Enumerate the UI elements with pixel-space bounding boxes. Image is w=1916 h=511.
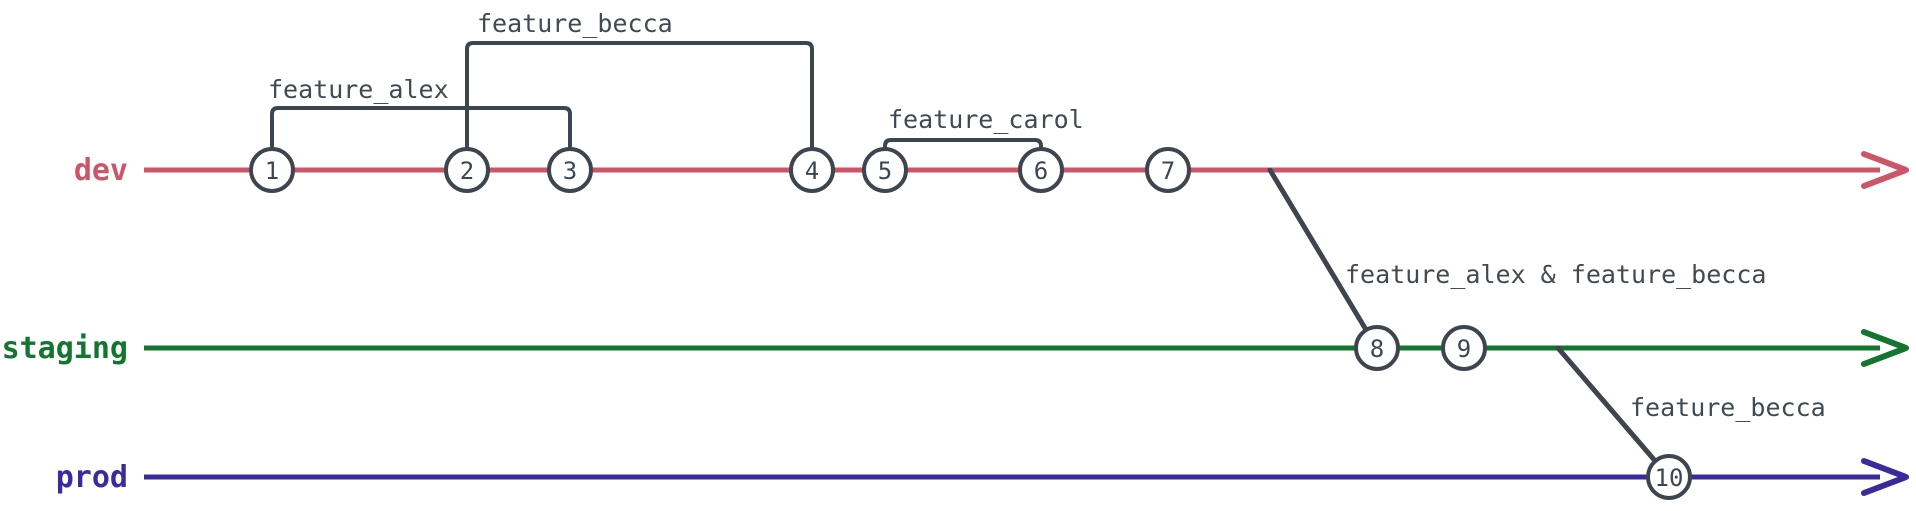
commit-circle-8 [1354, 325, 1400, 371]
commit-node[interactable]: 10 [1646, 454, 1692, 500]
branch-label-staging: staging [2, 331, 128, 366]
commit-node[interactable]: 8 [1354, 325, 1400, 371]
commit-number-10: 10 [1655, 464, 1684, 492]
commit-node[interactable]: 2 [444, 147, 490, 193]
commit-circle-1 [249, 147, 295, 193]
feature-label-2: feature_carol [888, 105, 1084, 134]
merge-line-1 [1555, 345, 1672, 480]
merge-lines-group [1267, 167, 1672, 480]
commit-number-9: 9 [1457, 335, 1471, 363]
branch-arrowhead-dev [1861, 151, 1909, 189]
commit-number-6: 6 [1034, 157, 1048, 185]
commit-number-2: 2 [460, 157, 474, 185]
feature-brackets-group [270, 41, 1043, 172]
branch-label-dev: dev [74, 153, 128, 188]
branch-lines-group [144, 151, 1909, 496]
commit-number-4: 4 [805, 157, 819, 185]
commit-node[interactable]: 1 [249, 147, 295, 193]
commit-node[interactable]: 4 [789, 147, 835, 193]
text-labels-group: devstagingprodfeature_alexfeature_beccaf… [2, 9, 1826, 495]
commit-node[interactable]: 7 [1145, 147, 1191, 193]
merge-label-0: feature_alex & feature_becca [1345, 260, 1766, 289]
commit-circle-5 [862, 147, 908, 193]
commit-nodes-group: 1 2 3 4 5 6 7 8 9 10 [249, 147, 1692, 500]
merge-line-0 [1267, 167, 1380, 351]
commit-node[interactable]: 5 [862, 147, 908, 193]
merge-label-1: feature_becca [1630, 393, 1826, 422]
commit-node[interactable]: 3 [547, 147, 593, 193]
commit-node[interactable]: 9 [1441, 325, 1487, 371]
commit-number-3: 3 [563, 157, 577, 185]
commit-node[interactable]: 6 [1018, 147, 1064, 193]
commit-number-1: 1 [265, 157, 279, 185]
commit-circle-9 [1441, 325, 1487, 371]
commit-circle-2 [444, 147, 490, 193]
commit-number-8: 8 [1370, 335, 1384, 363]
feature-label-1: feature_becca [477, 9, 673, 38]
feature-bracket-2 [883, 138, 1043, 172]
commit-circle-4 [789, 147, 835, 193]
branch-arrowhead-prod [1861, 458, 1909, 496]
commit-circle-10 [1646, 454, 1692, 500]
commit-circle-7 [1145, 147, 1191, 193]
commit-circle-6 [1018, 147, 1064, 193]
commit-number-7: 7 [1161, 157, 1175, 185]
feature-bracket-1 [465, 41, 814, 172]
branch-label-prod: prod [56, 460, 128, 495]
commit-number-5: 5 [878, 157, 892, 185]
commit-circle-3 [547, 147, 593, 193]
feature-bracket-0 [270, 106, 572, 172]
branch-arrowhead-staging [1861, 329, 1909, 367]
feature-label-0: feature_alex [268, 75, 449, 104]
